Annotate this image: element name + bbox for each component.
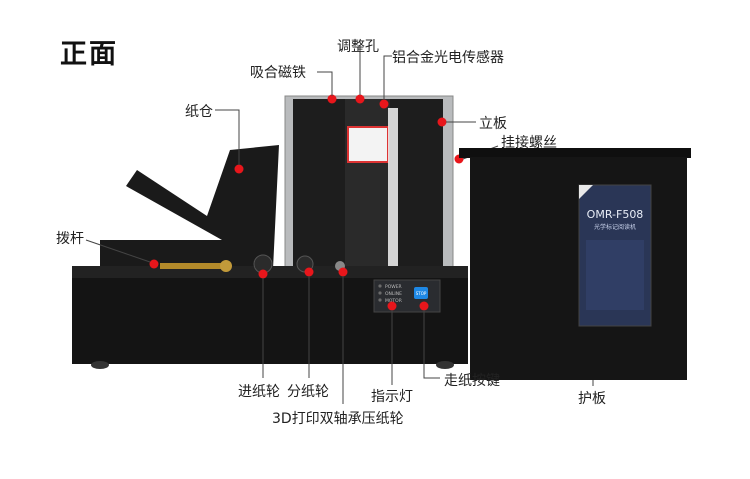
power-label: POWER (385, 284, 402, 290)
foot-right (436, 361, 454, 369)
paper-bin (100, 145, 279, 273)
lever-dot (149, 259, 159, 269)
stop-label: STOP (416, 291, 427, 296)
callout-printed-roller: 3D打印双轴承压纸轮 (272, 411, 404, 427)
callout-adjust-hole: 调整孔 (337, 39, 379, 55)
online-label: ONLINE (385, 291, 402, 297)
indicator-dot (387, 301, 397, 311)
lever-rod (160, 263, 230, 269)
lever-line (85, 239, 151, 263)
motor-label: MOTOR (385, 298, 402, 304)
cover-screen-corner (579, 185, 593, 199)
callout-indicator: 指示灯 (371, 389, 413, 405)
control-panel (373, 279, 441, 313)
lever-knob (220, 260, 232, 272)
feed-button-dot (419, 301, 429, 311)
callout-paper-bin: 纸仓 (185, 104, 213, 120)
paper-bin-line (215, 109, 240, 165)
callout-sensor: 铝合金光电传感器 (392, 50, 504, 66)
cover-top (459, 148, 691, 158)
callout-cover: 护板 (578, 391, 606, 407)
feed-wheel-dot (258, 269, 268, 279)
foot-left (91, 361, 109, 369)
cover-subtitle-text: 光学标记阅读机 (594, 223, 636, 231)
callout-lever: 拨杆 (56, 231, 84, 247)
power-led (378, 284, 382, 288)
roller-dot (338, 267, 348, 277)
separate-wheel-dot (304, 267, 314, 277)
adjust-hole-dot (355, 94, 365, 104)
sensor-dot (379, 99, 389, 109)
magnet-dot (327, 94, 337, 104)
cover-model-text: OMR-F508 (587, 208, 644, 221)
sensor-highlight (388, 108, 398, 273)
online-led (378, 291, 382, 295)
callout-hanging-screw: 挂接螺丝 (501, 135, 557, 151)
callout-feed-wheel: 进纸轮 (238, 384, 280, 400)
stop-button[interactable] (414, 287, 428, 299)
sensor-line (383, 55, 392, 100)
paper-bin-dot (234, 164, 244, 174)
feed-button-line (423, 310, 440, 379)
sensor-window (347, 126, 389, 163)
magnet-line (317, 71, 333, 96)
page-title: 正面 (60, 39, 118, 70)
sensor-strip (345, 99, 390, 275)
cover-screen-lines (586, 240, 644, 310)
callout-feed-button: 走纸按键 (444, 373, 500, 389)
callout-separate-wheel: 分纸轮 (287, 384, 329, 400)
upright-dot (437, 117, 447, 127)
callout-magnet: 吸合磁铁 (250, 65, 306, 81)
callout-upright-board: 立板 (479, 116, 507, 132)
motor-led (378, 298, 382, 302)
